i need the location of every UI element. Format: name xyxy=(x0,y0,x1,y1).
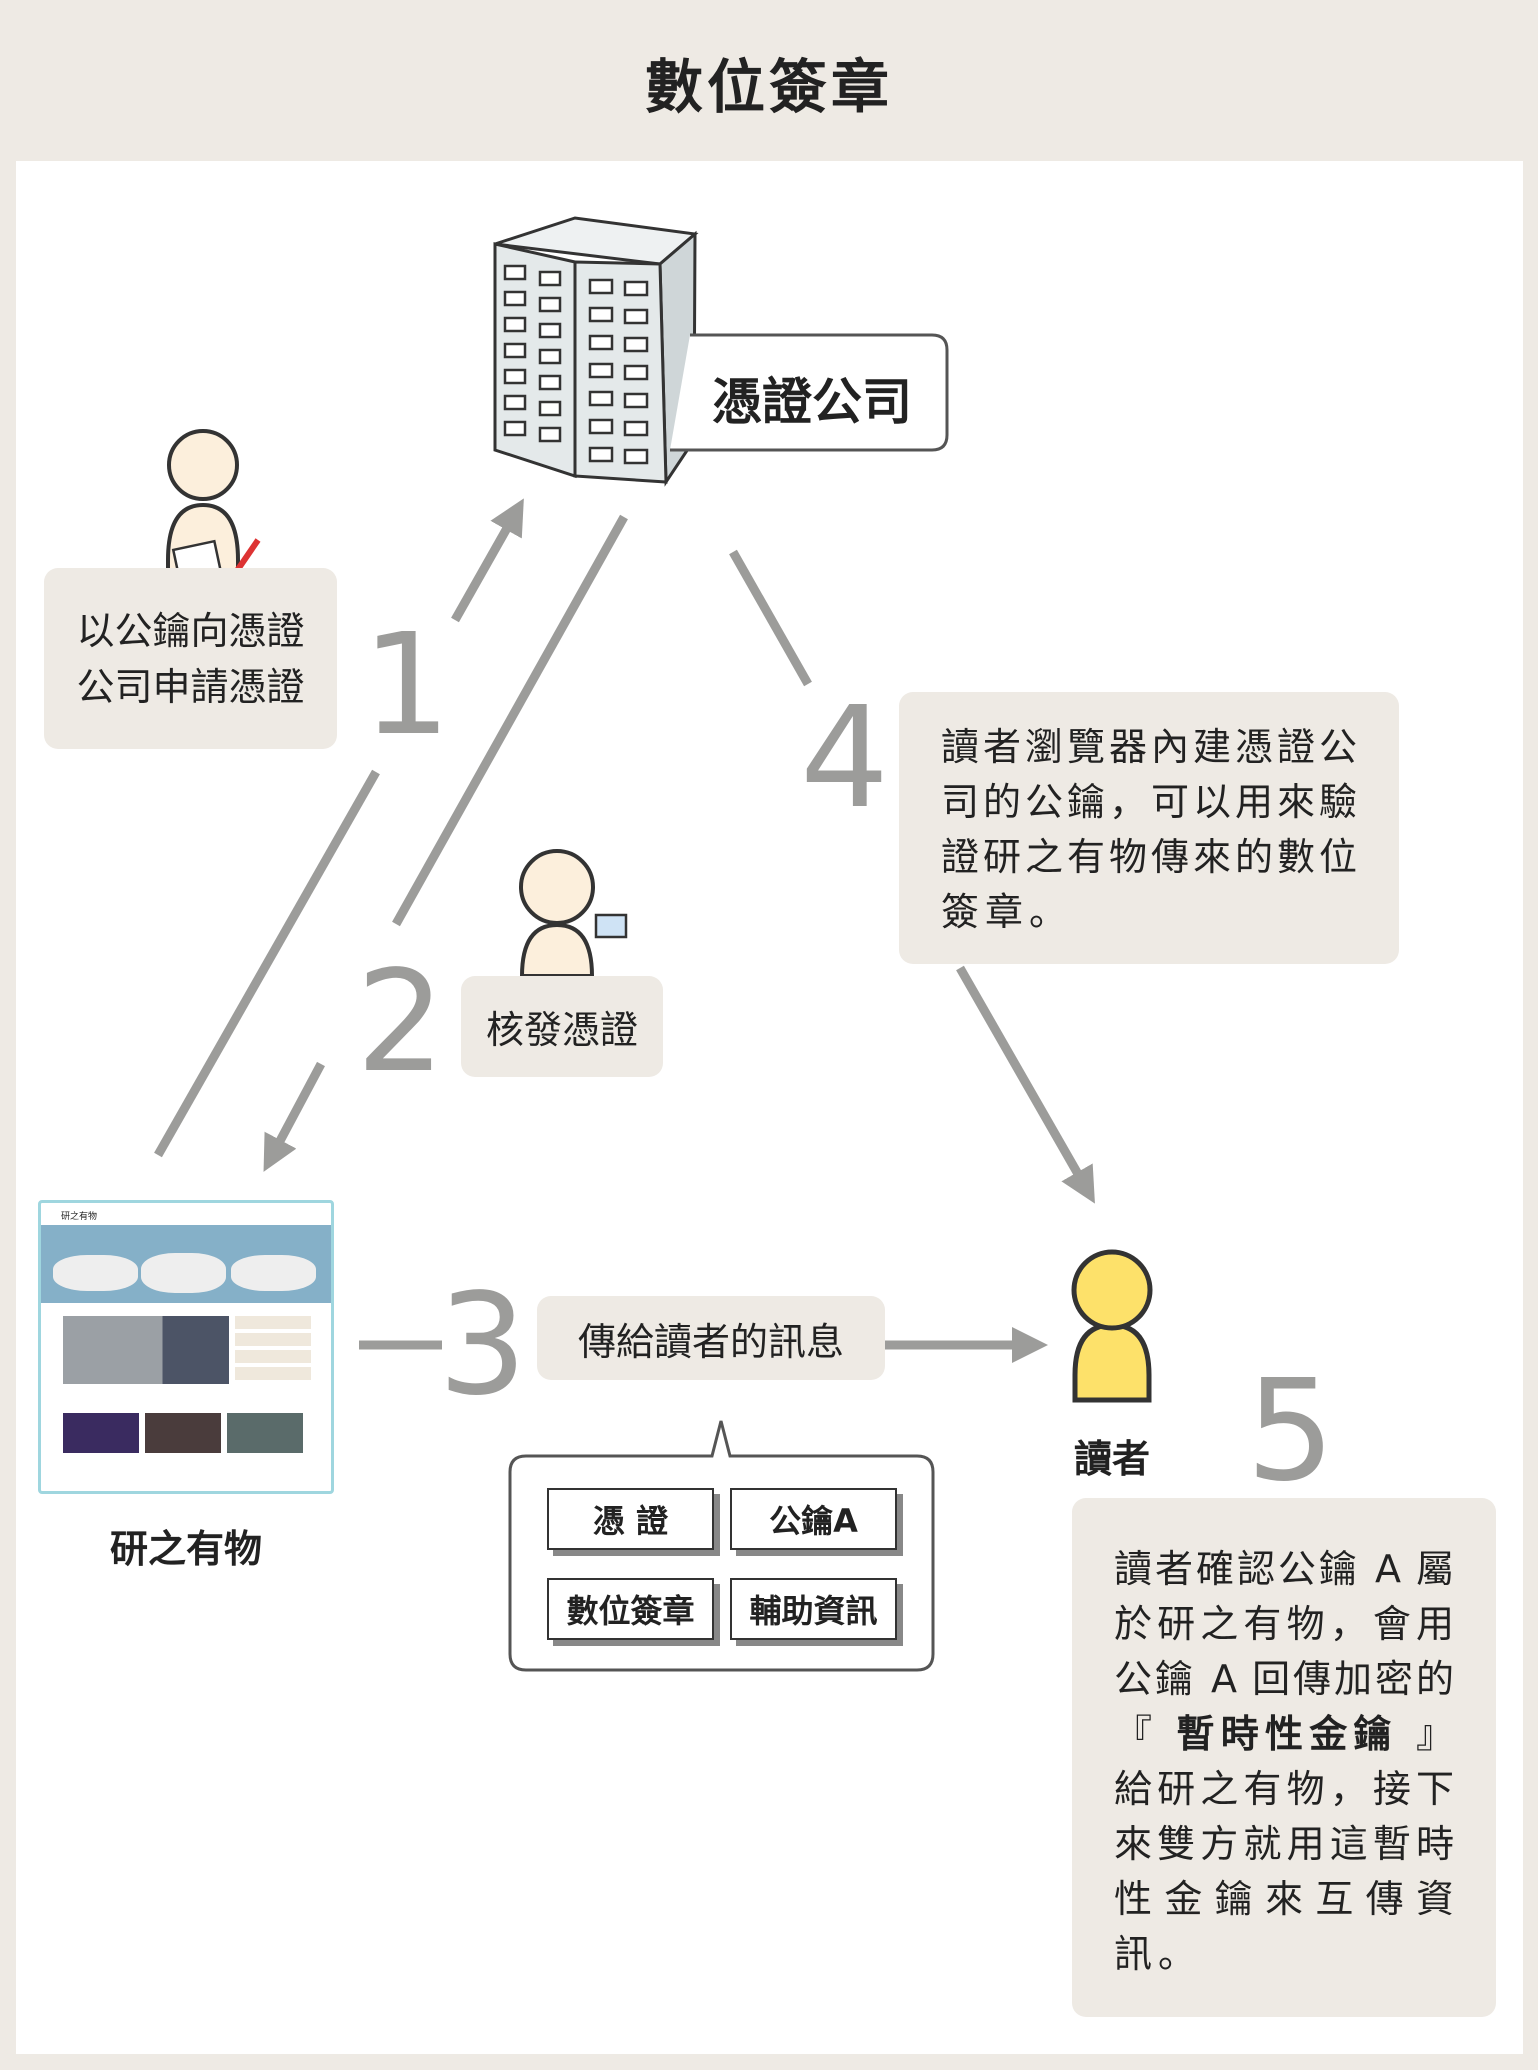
website-thumb xyxy=(63,1413,139,1453)
website-label: 研之有物 xyxy=(109,1527,262,1571)
step-number-4: 4 xyxy=(800,677,890,840)
step1-text-line: 公司申請憑證 xyxy=(76,664,305,709)
page-title: 數位簽章 xyxy=(644,53,893,121)
step5-text-line: 訊。 xyxy=(1114,1932,1203,1976)
arrow-4-upper xyxy=(729,549,812,687)
website-screenshot[interactable]: 研之有物 xyxy=(38,1200,334,1494)
arrow-1-lower xyxy=(154,769,380,1158)
website-feature-image xyxy=(63,1316,229,1384)
step4-text-line: 司的公鑰，可以用來驗 xyxy=(941,780,1357,824)
arrow-1-upper xyxy=(451,498,524,623)
step5-text-line: 給研之有物，接下 xyxy=(1114,1767,1454,1811)
reader-person-icon xyxy=(1071,1249,1153,1403)
step4-box: 讀者瀏覽器內建憑證公 司的公鑰，可以用來驗 證研之有物傳來的數位 簽章。 xyxy=(899,692,1399,964)
step4-text-line: 讀者瀏覽器內建憑證公 xyxy=(941,725,1357,769)
step-number-3: 3 xyxy=(438,1264,528,1427)
website-thumb xyxy=(227,1413,303,1453)
step-number-1: 1 xyxy=(362,604,452,767)
ca-label-box xyxy=(670,333,949,452)
step5-text-line: 於研之有物，會用 xyxy=(1114,1602,1454,1646)
step5-box: 讀者確認公鑰 A 屬 於研之有物，會用 公鑰 A 回傳加密的 『 暫時性金鑰 』… xyxy=(1072,1498,1496,2017)
step5-text-line: 性金鑰來互傳資 xyxy=(1114,1877,1454,1921)
reader-label: 讀者 xyxy=(1073,1437,1150,1481)
message-part-signature: 數位簽章 xyxy=(547,1578,714,1640)
ca-label: 憑證公司 xyxy=(712,373,912,431)
step1-box: 以公鑰向憑證 公司申請憑證 xyxy=(44,568,337,749)
step5-text-line: 讀者確認公鑰 A 屬 xyxy=(1114,1547,1454,1591)
message-part-public-key: 公鑰A xyxy=(730,1488,897,1550)
quote-open: 『 xyxy=(1114,1712,1159,1756)
website-logo: 研之有物 xyxy=(61,1212,98,1222)
step-number-5: 5 xyxy=(1246,1350,1336,1513)
step4-text-line: 證研之有物傳來的數位 xyxy=(941,835,1357,879)
step2-box: 核發憑證 xyxy=(461,976,663,1077)
step4-text-line: 簽章。 xyxy=(941,890,1074,934)
message-part-aux-info: 輔助資訊 xyxy=(730,1578,897,1640)
step5-text-line: 『 暫時性金鑰 』 xyxy=(1114,1707,1454,1762)
step3-message-box: 傳給讀者的訊息 xyxy=(537,1296,885,1380)
arrow-4-lower xyxy=(956,965,1095,1204)
arrows xyxy=(154,498,1095,1363)
message-part-certificate: 憑 證 xyxy=(547,1488,714,1550)
building-icon xyxy=(493,216,699,487)
step1-text-line: 以公鑰向憑證 xyxy=(76,608,305,653)
website-thumb xyxy=(145,1413,221,1453)
quote-close: 』 xyxy=(1415,1712,1454,1756)
arrow-2-lower xyxy=(263,1061,325,1172)
step-number-2: 2 xyxy=(356,941,446,1104)
arrow-2-upper xyxy=(392,514,628,927)
step5-text-line: 來雙方就用這暫時 xyxy=(1114,1822,1454,1866)
issuer-person-icon xyxy=(519,849,628,978)
website-banner xyxy=(41,1225,331,1303)
step5-text-line: 公鑰 A 回傳加密的 xyxy=(1114,1657,1454,1701)
temporary-key-term: 暫時性金鑰 xyxy=(1176,1712,1398,1756)
website-article-list xyxy=(235,1316,311,1384)
